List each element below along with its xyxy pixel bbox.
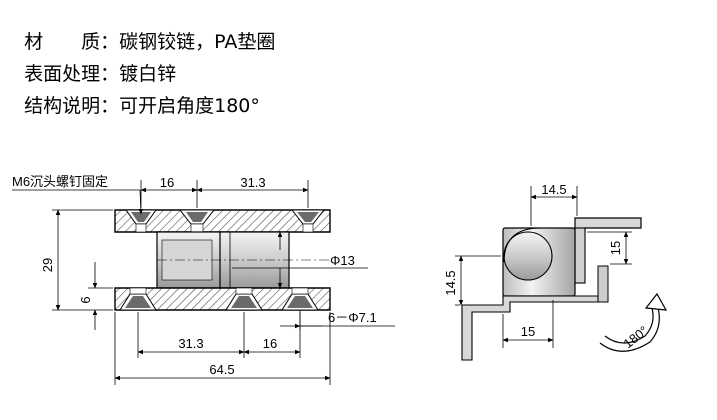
lower-leaf	[461, 295, 599, 361]
spec-surface: 表面处理：镀白锌	[12, 38, 176, 86]
spec-material-label: 材 质：	[24, 31, 120, 53]
side-dim-left: 14.5	[443, 270, 458, 295]
dim-top-small: 16	[160, 175, 174, 190]
dim-hole: 6－Φ7.1	[328, 310, 377, 325]
dim-bottom-large: 31.3	[178, 336, 203, 351]
spec-material-value: 碳钢铰链，PA垫圈	[119, 31, 276, 53]
side-view: 14.5 15 14.5 15 180°	[443, 182, 668, 361]
side-dim-right: 15	[608, 241, 623, 255]
bottom-plate	[114, 287, 331, 311]
height-dimensions: 29 6	[40, 209, 113, 330]
spec-material: 材 质：碳钢铰链，PA垫圈	[12, 6, 275, 54]
hole-callout: 6－Φ7.1	[280, 310, 395, 330]
dim-height: 29	[40, 258, 55, 272]
spec-structure-label: 结构说明：	[24, 95, 120, 117]
top-dimensions: 16 31.3	[140, 175, 309, 208]
side-dim-bottom: 15	[521, 324, 535, 339]
side-dim-top: 14.5	[541, 182, 566, 197]
dim-top-large: 31.3	[240, 175, 265, 190]
dim-bottom-small: 16	[263, 336, 277, 351]
spec-surface-label: 表面处理：	[24, 63, 120, 85]
dim-pin-dia: Φ13	[330, 253, 355, 268]
pin-diameter-callout: Φ13	[232, 231, 368, 289]
callout-arrow	[138, 189, 144, 215]
rotation-arrow-icon: 180°	[599, 292, 668, 352]
hinge-knuckles	[156, 231, 330, 289]
spec-structure: 结构说明：可开启角度180°	[12, 70, 260, 118]
spec-surface-value: 镀白锌	[119, 63, 177, 85]
top-plate	[114, 209, 331, 233]
dim-overall: 64.5	[209, 362, 234, 377]
front-view: M6沉头螺钉固定 16 31.3 29 6	[12, 174, 395, 385]
callout-label: M6沉头螺钉固定	[12, 174, 108, 189]
dim-gap: 6	[78, 296, 93, 303]
bottom-dimensions: 31.3 16 64.5	[114, 312, 331, 385]
spec-structure-value: 可开启角度180°	[119, 95, 260, 117]
